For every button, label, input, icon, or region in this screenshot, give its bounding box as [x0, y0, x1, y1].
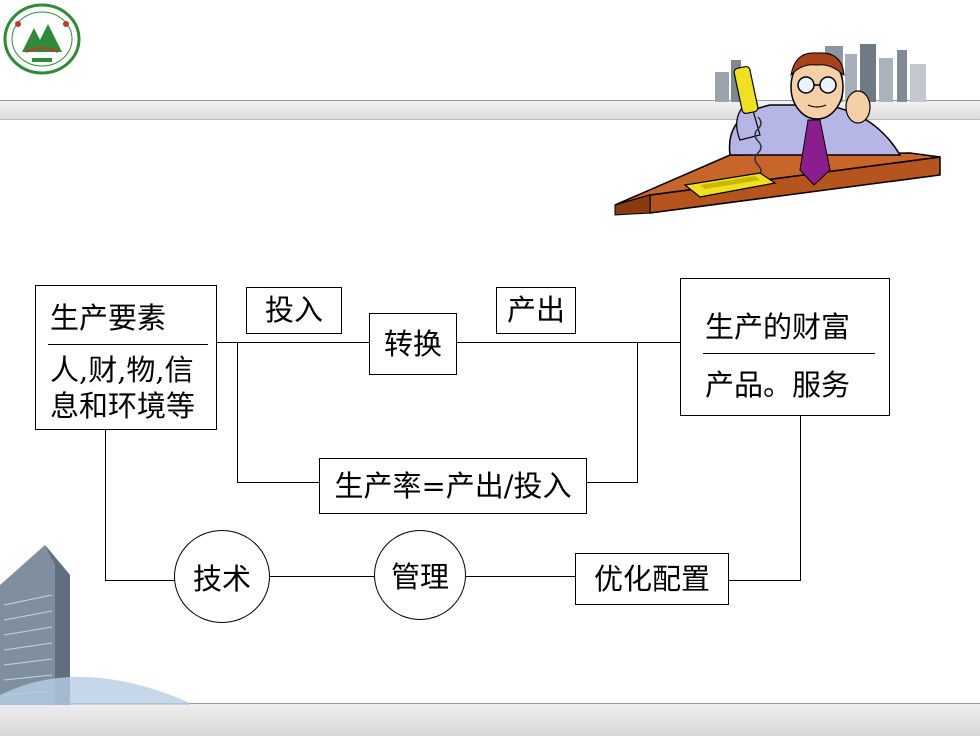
- connector-management-to-optimize: [466, 576, 575, 577]
- production-factors-line1: 人,财,物,信: [50, 353, 194, 387]
- connector-technology-to-management: [270, 576, 374, 577]
- connector-wealth-to-optimize: [800, 416, 801, 581]
- production-factors-divider: [48, 344, 208, 345]
- production-factors-box: 生产要素 人,财,物,信 息和环境等: [35, 285, 217, 430]
- man-on-phone-illustration: [614, 52, 941, 216]
- technology-circle: 技术: [174, 530, 270, 623]
- connector-factors-down: [237, 342, 238, 482]
- connector-transform-to-wealth: [457, 342, 680, 343]
- transform-box: 转换: [369, 313, 457, 375]
- production-factors-line2: 息和环境等: [50, 389, 196, 423]
- university-logo: [3, 3, 81, 75]
- connector-factors-to-transform: [217, 342, 369, 343]
- building-bottom-illustration: [0, 545, 190, 705]
- productivity-formula-box: 生产率=产出/投入: [319, 458, 587, 514]
- production-factors-title: 生产要素: [50, 301, 167, 335]
- footer-band: [0, 703, 980, 736]
- connector-to-productivity-right: [587, 482, 638, 483]
- input-label-box: 投入: [246, 287, 342, 334]
- wealth-box: 生产的财富 产品。服务: [680, 278, 890, 416]
- connector-bottom-left: [105, 580, 175, 581]
- header-band: [0, 100, 980, 120]
- wealth-divider: [703, 353, 875, 354]
- wealth-detail: 产品。服务: [705, 368, 851, 402]
- connector-factors-to-technology: [105, 430, 106, 580]
- connector-optimize-to-wealth: [729, 580, 801, 581]
- connector-wealth-down: [637, 342, 638, 482]
- connector-to-productivity-left: [237, 482, 319, 483]
- wealth-title: 生产的财富: [705, 310, 851, 344]
- output-label-box: 产出: [496, 287, 576, 334]
- optimize-allocation-box: 优化配置: [575, 553, 729, 605]
- management-circle: 管理: [374, 530, 466, 620]
